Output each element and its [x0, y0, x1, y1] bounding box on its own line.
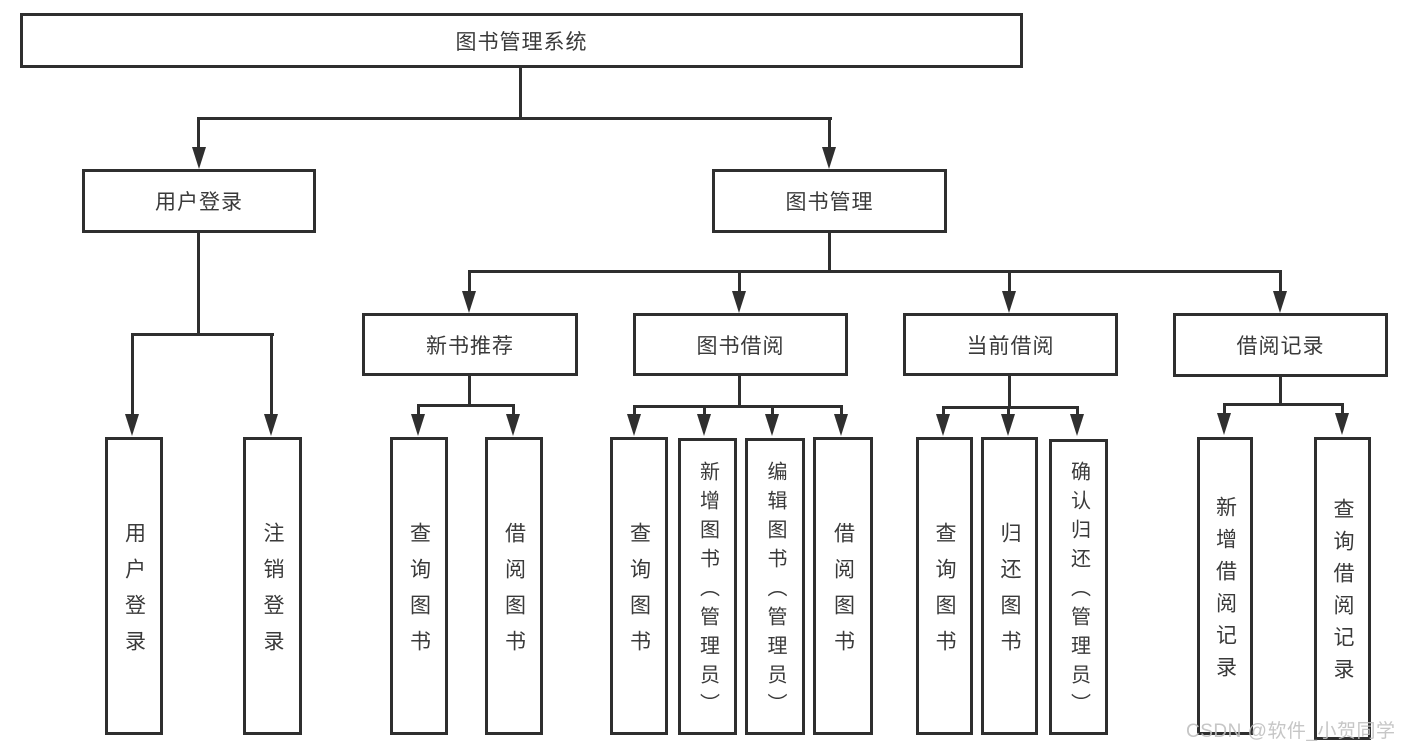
edge-line: [1279, 270, 1282, 293]
node-leaf-logout-label: 注销登录: [261, 521, 284, 666]
arrow-down-icon: [125, 414, 139, 436]
edge-line: [942, 406, 1079, 409]
edge-line: [738, 270, 741, 293]
arrow-down-icon: [1002, 291, 1016, 313]
node-book-management-label: 图书管理: [785, 191, 874, 214]
node-borrow-records: 借阅记录: [1173, 313, 1388, 377]
node-user-login-label: 用户登录: [155, 191, 243, 214]
node-cb-query-books-label: 查询图书: [933, 521, 956, 666]
edge-line: [1076, 406, 1079, 416]
arrow-down-icon: [1273, 291, 1287, 313]
node-cb-confirm-return-admin-label: 确认归还（管理员）: [1067, 461, 1090, 722]
arrow-down-icon: [192, 147, 206, 169]
node-bb-borrow-books: 借阅图书: [813, 437, 873, 735]
edge-line: [270, 333, 273, 415]
node-leaf-user-login-label: 用户登录: [122, 521, 146, 666]
edge-line: [468, 270, 471, 293]
arrow-down-icon: [1070, 414, 1084, 436]
arrow-down-icon: [462, 291, 476, 313]
node-bb-add-books-admin-label: 新增图书（管理员）: [696, 460, 719, 722]
arrow-down-icon: [936, 414, 950, 436]
arrow-down-icon: [732, 291, 746, 313]
node-bb-edit-books-admin: 编辑图书（管理员）: [745, 438, 805, 735]
csdn-watermark: CSDN @软件_小贺同学: [1186, 721, 1396, 742]
edge-line: [633, 405, 843, 408]
node-root-label: 图书管理系统: [455, 30, 588, 54]
node-borrow-records-label: 借阅记录: [1236, 335, 1325, 358]
node-new-book-recommend-label: 新书推荐: [426, 334, 514, 358]
node-new-book-recommend: 新书推荐: [362, 313, 578, 376]
edge-line: [1008, 375, 1011, 408]
node-rec-borrow-books: 借阅图书: [485, 437, 543, 735]
edge-line: [738, 375, 741, 407]
node-rec-query-books: 查询图书: [390, 437, 448, 735]
node-root: 图书管理系统: [20, 13, 1023, 68]
edge-line: [942, 406, 945, 416]
node-rec-query-books-label: 查询图书: [407, 521, 431, 666]
edge-line: [840, 405, 843, 416]
node-cb-query-books: 查询图书: [916, 437, 973, 735]
node-br-query-record-label: 查询借阅记录: [1331, 498, 1354, 690]
arrow-down-icon: [1001, 414, 1015, 436]
arrow-down-icon: [834, 414, 848, 436]
node-bb-edit-books-admin-label: 编辑图书（管理员）: [764, 460, 786, 722]
node-cb-return-books: 归还图书: [981, 437, 1038, 735]
edge-line: [1223, 403, 1226, 415]
arrow-down-icon: [411, 414, 425, 436]
edge-line: [1223, 403, 1344, 406]
arrow-down-icon: [627, 414, 641, 436]
arrow-down-icon: [1217, 413, 1231, 435]
node-current-borrowing: 当前借阅: [903, 313, 1118, 376]
node-cb-return-books-label: 归还图书: [998, 521, 1021, 666]
arrow-down-icon: [264, 414, 278, 436]
arrow-down-icon: [1335, 413, 1349, 435]
edge-line: [197, 232, 200, 335]
node-br-add-record: 新增借阅记录: [1197, 437, 1253, 735]
edge-line: [771, 405, 774, 416]
node-current-borrowing-label: 当前借阅: [966, 334, 1055, 358]
edge-line: [131, 333, 134, 415]
node-leaf-logout: 注销登录: [243, 437, 302, 735]
node-leaf-user-login: 用户登录: [105, 437, 163, 735]
node-rec-borrow-books-label: 借阅图书: [502, 521, 526, 666]
arrow-down-icon: [506, 414, 520, 436]
node-bb-query-books: 查询图书: [610, 437, 668, 735]
arrow-down-icon: [697, 414, 711, 436]
edge-line: [468, 270, 1282, 273]
edge-line: [417, 404, 515, 407]
edge-line: [1008, 270, 1011, 293]
edge-line: [417, 404, 420, 416]
node-bb-add-books-admin: 新增图书（管理员）: [678, 438, 737, 735]
edge-line: [512, 404, 515, 416]
edge-line: [131, 333, 274, 336]
edge-line: [828, 117, 831, 149]
edge-line: [1341, 403, 1344, 415]
node-br-query-record: 查询借阅记录: [1314, 437, 1371, 740]
node-book-borrowing-label: 图书借阅: [696, 334, 785, 358]
edge-line: [1007, 406, 1010, 416]
edge-line: [468, 375, 471, 406]
node-book-management: 图书管理: [712, 169, 947, 233]
edge-line: [197, 117, 200, 149]
node-br-add-record-label: 新增借阅记录: [1213, 495, 1237, 688]
node-book-borrowing: 图书借阅: [633, 313, 848, 376]
arrow-down-icon: [822, 147, 836, 169]
edge-line: [1279, 376, 1282, 405]
arrow-down-icon: [765, 414, 779, 436]
edge-line: [828, 232, 831, 272]
node-cb-confirm-return-admin: 确认归还（管理员）: [1049, 439, 1108, 735]
edge-line: [519, 67, 522, 119]
edge-line: [703, 405, 706, 416]
edge-line: [197, 117, 832, 120]
node-user-login: 用户登录: [82, 169, 316, 233]
edge-line: [633, 405, 636, 416]
node-bb-query-books-label: 查询图书: [627, 521, 651, 666]
node-bb-borrow-books-label: 借阅图书: [831, 521, 855, 666]
